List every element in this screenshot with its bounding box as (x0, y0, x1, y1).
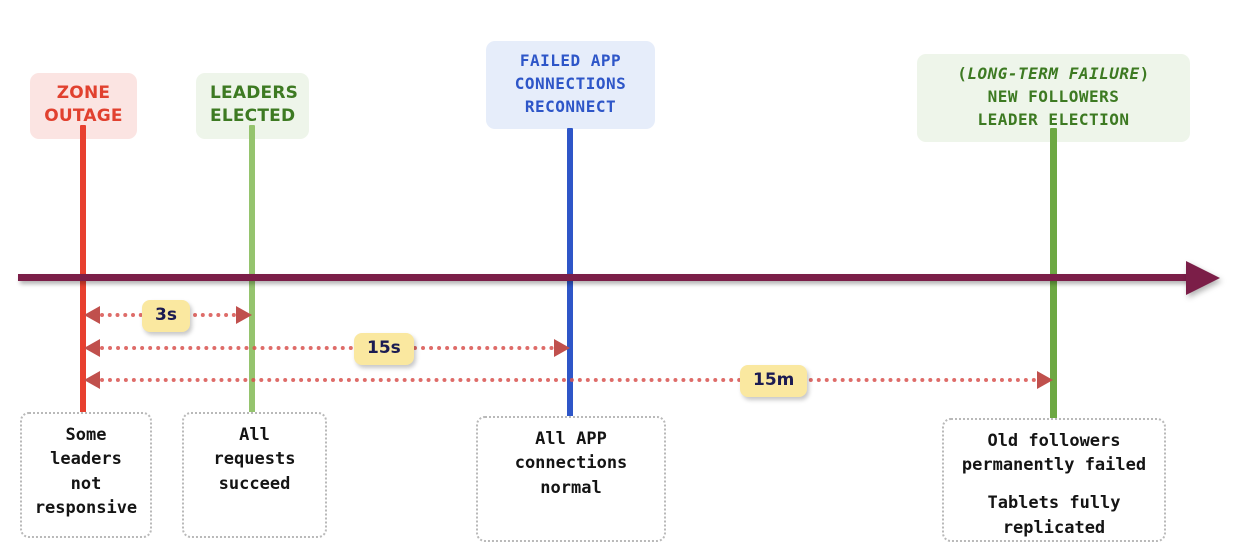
event-label-new-followers-leader-election: (LONG-TERM FAILURE) NEW FOLLOWERS LEADER… (917, 54, 1190, 142)
event-label-line-new-followers: NEW FOLLOWERS (987, 86, 1120, 106)
description-box-leaders-elected: All requests succeed (182, 412, 327, 538)
arrow-right-icon (236, 306, 252, 324)
duration-dotted-line (100, 378, 1037, 382)
duration-dotted-line (100, 346, 554, 350)
duration-badge-15s: 15s (354, 333, 414, 365)
arrow-left-icon (84, 306, 100, 324)
duration-badge-3s: 3s (142, 300, 190, 332)
event-label-italic-text: LONG-TERM FAILURE (967, 64, 1140, 83)
event-label-failed-app-connections-reconnect: FAILED APP CONNECTIONS RECONNECT (486, 41, 655, 129)
event-label-line-leader-election: LEADER ELECTION (977, 109, 1130, 129)
description-block-old-followers: Old followers permanently failed (961, 431, 1147, 476)
description-box-new-followers-leader-election: Old followers permanently failed Tablets… (942, 418, 1166, 542)
timeline-axis-arrowhead-icon (1186, 261, 1220, 295)
arrow-right-icon (554, 339, 570, 357)
event-label-leaders-elected: LEADERS ELECTED (196, 73, 309, 139)
arrow-left-icon (84, 339, 100, 357)
arrow-left-icon (84, 371, 100, 389)
event-label-line-long-term-failure: (LONG-TERM FAILURE) (957, 64, 1150, 83)
description-box-zone-outage: Some leaders not responsive (20, 412, 152, 538)
timeline-axis-line (18, 274, 1200, 281)
description-block-tablets-replicated: Tablets fully replicated (987, 493, 1121, 538)
duration-badge-15m: 15m (740, 365, 808, 397)
arrow-right-icon (1037, 371, 1053, 389)
description-box-failed-app-connections: All APP connections normal (476, 416, 666, 542)
